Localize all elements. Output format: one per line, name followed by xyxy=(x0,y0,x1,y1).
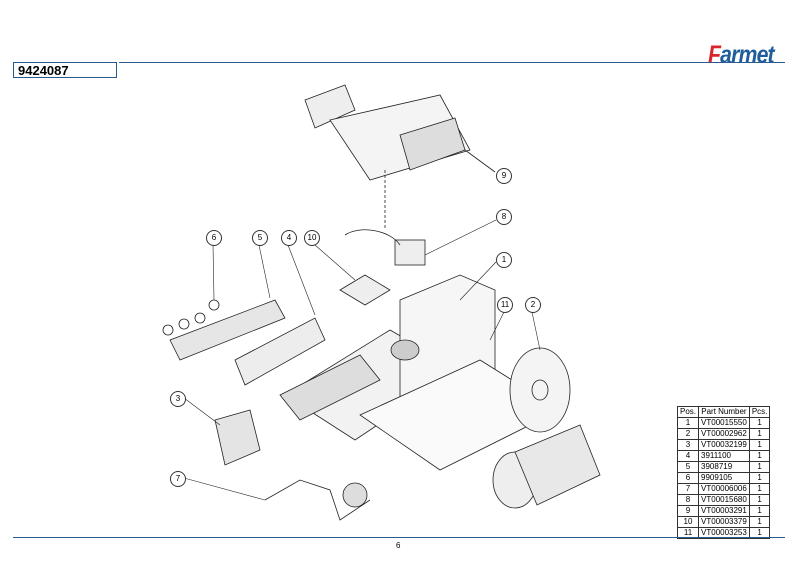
cell-pcs: 1 xyxy=(748,527,771,539)
header-rule xyxy=(119,62,785,63)
cell-pcs: 1 xyxy=(748,417,771,429)
callout-8: 8 xyxy=(496,209,512,225)
callout-10: 10 xyxy=(304,230,320,246)
feeder-part-3 xyxy=(214,409,261,466)
cell-pcs: 1 xyxy=(748,439,771,451)
callout-4: 4 xyxy=(281,230,297,246)
footer-rule xyxy=(13,537,785,538)
cell-pos: 8 xyxy=(676,494,700,506)
header-pcs: Pcs. xyxy=(748,406,771,418)
cell-part-number: VT00003379 xyxy=(698,516,750,528)
cell-part-number: VT00032199 xyxy=(698,439,750,451)
piping-part-7 xyxy=(264,479,371,521)
callout-5: 5 xyxy=(252,230,268,246)
cell-pos: 11 xyxy=(676,527,700,539)
header-part-number: Part Number xyxy=(698,406,750,418)
table-header-row: Pos. Part Number Pcs. xyxy=(676,406,771,418)
cell-pos: 1 xyxy=(676,417,700,429)
callout-7: 7 xyxy=(170,471,186,487)
motor xyxy=(492,424,601,509)
cell-part-number: 3911100 xyxy=(698,450,750,462)
cell-pos: 6 xyxy=(676,472,700,484)
flange-part-10 xyxy=(339,274,391,306)
cell-pcs: 1 xyxy=(748,494,771,506)
cell-pcs: 1 xyxy=(748,472,771,484)
cell-pos: 3 xyxy=(676,439,700,451)
leader-lines xyxy=(183,219,541,501)
cell-pcs: 1 xyxy=(748,428,771,440)
cage-part-4 xyxy=(234,317,326,386)
callout-3: 3 xyxy=(170,391,186,407)
document-number: 9424087 xyxy=(13,62,117,78)
callout-6: 6 xyxy=(206,230,222,246)
cell-part-number: VT00015550 xyxy=(698,417,750,429)
cell-pcs: 1 xyxy=(748,483,771,495)
pulley-part-2 xyxy=(509,347,571,433)
screw-part-5 xyxy=(169,299,286,361)
frame-part-9 xyxy=(304,84,496,230)
callout-9: 9 xyxy=(496,168,512,184)
cell-pos: 5 xyxy=(676,461,700,473)
cell-pcs: 1 xyxy=(748,450,771,462)
cell-pos: 7 xyxy=(676,483,700,495)
callout-11: 11 xyxy=(497,297,513,313)
cell-part-number: VT00003253 xyxy=(698,527,750,539)
cell-part-number: VT00015680 xyxy=(698,494,750,506)
callout-2: 2 xyxy=(525,297,541,313)
cell-part-number: 3908719 xyxy=(698,461,750,473)
cell-pcs: 1 xyxy=(748,516,771,528)
callout-1: 1 xyxy=(496,252,512,268)
cell-part-number: VT00006006 xyxy=(698,483,750,495)
cell-pcs: 1 xyxy=(748,505,771,517)
cell-part-number: 9909105 xyxy=(698,472,750,484)
barrel-assembly xyxy=(279,354,381,421)
cell-pos: 4 xyxy=(676,450,700,462)
cell-pcs: 1 xyxy=(748,461,771,473)
cell-pos: 10 xyxy=(676,516,700,528)
cell-part-number: VT00003291 xyxy=(698,505,750,517)
page-number: 6 xyxy=(396,541,401,550)
header-pos: Pos. xyxy=(676,406,700,418)
electrical-box-part-8 xyxy=(394,239,426,266)
cell-pos: 9 xyxy=(676,505,700,517)
cell-pos: 2 xyxy=(676,428,700,440)
cell-part-number: VT00002962 xyxy=(698,428,750,440)
